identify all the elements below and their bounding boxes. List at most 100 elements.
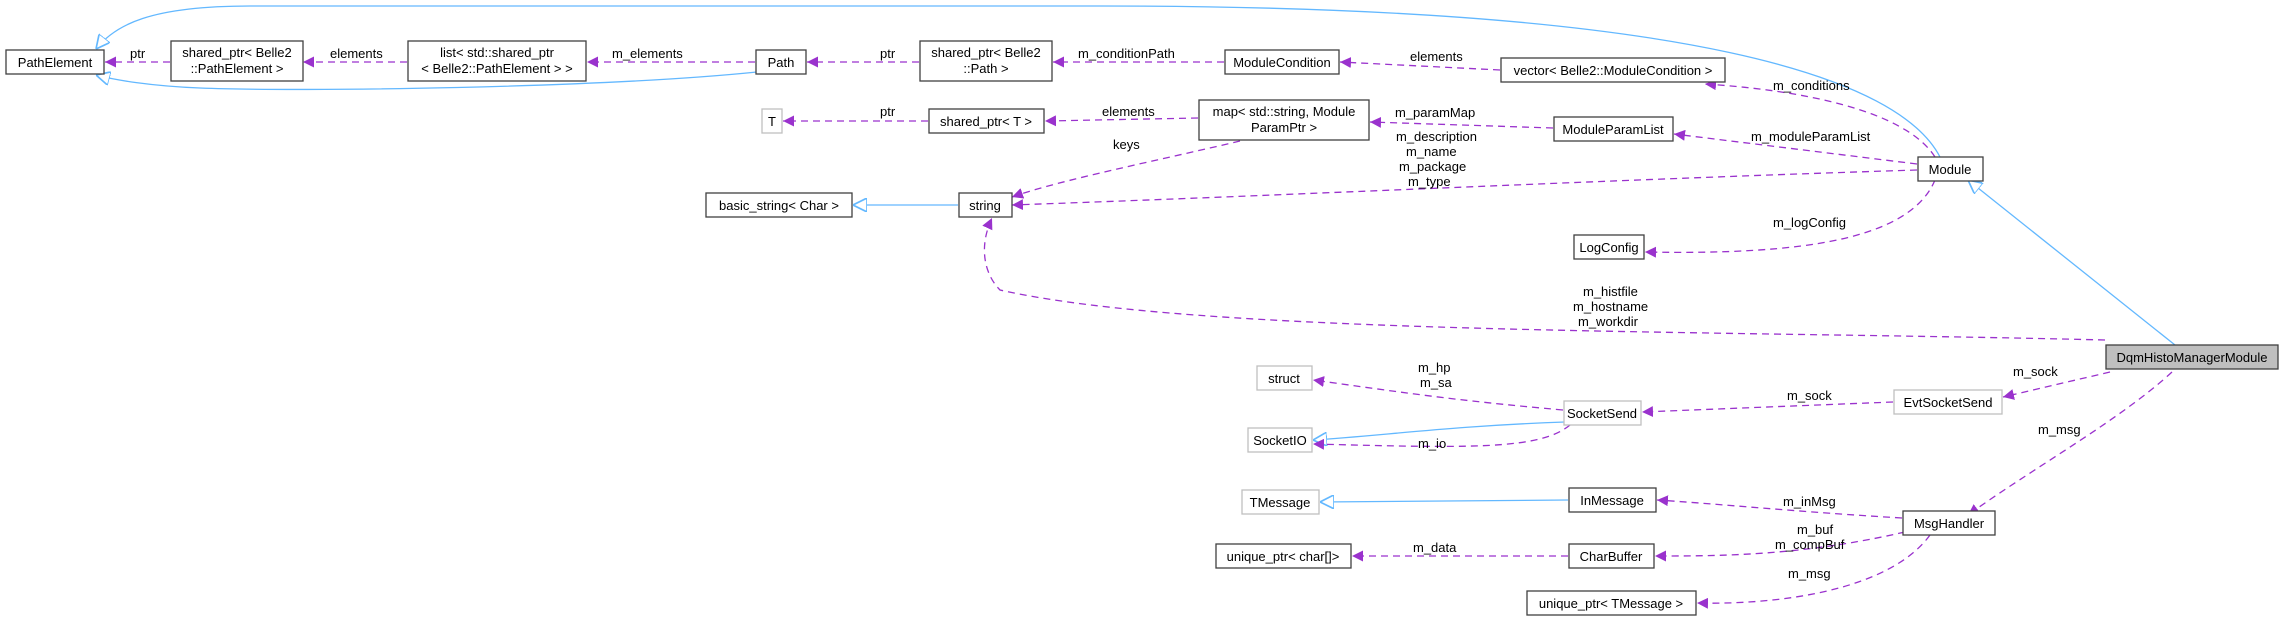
label-dqm-strings-1: m_hostname <box>1573 299 1648 314</box>
node-log-config-label: LogConfig <box>1579 240 1638 255</box>
node-sp-path[interactable]: shared_ptr< Belle2 ::Path > <box>919 40 1053 82</box>
node-module-condition-label: ModuleCondition <box>1233 55 1331 70</box>
label-elements-modcond: elements <box>1410 49 1463 64</box>
node-sp-path-element-line1: shared_ptr< Belle2 <box>182 45 292 60</box>
label-ptr-path: ptr <box>880 46 896 61</box>
label-dqm-strings-2: m_workdir <box>1578 314 1639 329</box>
edge-inherit-dqm-module <box>1968 180 2176 346</box>
node-list-sp-path-element[interactable]: list< std::shared_ptr < Belle2::PathElem… <box>407 40 587 82</box>
label-m-sock-send: m_sock <box>1787 388 1832 403</box>
label-m-hp: m_hp <box>1418 360 1451 375</box>
node-sp-path-line2: ::Path > <box>963 61 1008 76</box>
node-evt-socket-send-label: EvtSocketSend <box>1904 395 1993 410</box>
edge-use-module-paramlist <box>1673 129 1918 165</box>
edge-inherit-socketsend-socketio <box>1313 421 1566 440</box>
node-unique-ptr-tmessage-label: unique_ptr< TMessage > <box>1539 596 1683 611</box>
node-socket-send-label: SocketSend <box>1567 406 1637 421</box>
label-m-compbuf: m_compBuf <box>1775 537 1845 552</box>
node-dqm-histo-manager-module[interactable]: DqmHistoManagerModule <box>2105 344 2279 370</box>
node-list-sp-path-element-line1: list< std::shared_ptr <box>440 45 554 60</box>
label-m-conditions: m_conditions <box>1773 78 1850 93</box>
label-m-msg: m_msg <box>2038 422 2081 437</box>
node-t[interactable]: T <box>761 108 783 134</box>
edge-use-dqm-string <box>982 217 2106 341</box>
edge-use-module-string <box>1011 169 1918 211</box>
label-m-buf: m_buf <box>1797 522 1834 537</box>
node-sp-t-label: shared_ptr< T > <box>940 114 1032 129</box>
node-sp-path-line1: shared_ptr< Belle2 <box>931 45 1041 60</box>
node-path-label: Path <box>768 55 795 70</box>
node-module-param-list[interactable]: ModuleParamList <box>1553 116 1674 142</box>
label-keys: keys <box>1113 137 1140 152</box>
edge-inherit-path-pathelement <box>96 72 758 91</box>
label-module-strings-3: m_type <box>1408 174 1451 189</box>
node-msg-handler-label: MsgHandler <box>1914 516 1985 531</box>
label-ptr-t: ptr <box>880 104 896 119</box>
node-path[interactable]: Path <box>755 49 807 75</box>
edge-use-socketsend-socketio <box>1312 424 1571 450</box>
edge-use-module-vector <box>1704 79 1936 158</box>
edge-use-msghandler-uniqueptrtmessage <box>1696 534 1931 609</box>
node-in-message-label: InMessage <box>1580 493 1644 508</box>
node-path-element-label: PathElement <box>18 55 93 70</box>
node-string[interactable]: string <box>958 192 1013 218</box>
node-log-config[interactable]: LogConfig <box>1573 234 1645 260</box>
node-sp-t[interactable]: shared_ptr< T > <box>928 108 1045 134</box>
edge-inherit-module-pathelement <box>96 5 1941 158</box>
edge-use-map-spt <box>1044 115 1199 127</box>
label-m-sock: m_sock <box>2013 364 2058 379</box>
node-char-buffer[interactable]: CharBuffer <box>1568 543 1655 569</box>
label-m-inmsg: m_inMsg <box>1783 494 1836 509</box>
node-struct-label: struct <box>1268 371 1300 386</box>
label-m-msg-unique: m_msg <box>1788 566 1831 581</box>
node-socket-send[interactable]: SocketSend <box>1563 400 1642 426</box>
node-path-element[interactable]: PathElement <box>5 49 105 75</box>
edge-use-module-logconfig <box>1644 179 1936 258</box>
node-map-string-param-line2: ParamPtr > <box>1251 120 1317 135</box>
edge-use-evtsocketsend-socketsend <box>1641 401 1894 418</box>
node-module[interactable]: Module <box>1917 156 1984 182</box>
node-unique-ptr-char[interactable]: unique_ptr< char[]> <box>1215 543 1352 569</box>
node-tmessage-label: TMessage <box>1250 495 1311 510</box>
node-list-sp-path-element-line2: < Belle2::PathElement > > <box>421 61 572 76</box>
edge-use-vector-modcond <box>1339 57 1501 71</box>
node-module-param-list-label: ModuleParamList <box>1562 122 1664 137</box>
label-module-strings-2: m_package <box>1399 159 1466 174</box>
edge-use-msghandler-charbuffer <box>1654 531 1906 562</box>
node-sp-path-element-line2: ::PathElement > <box>191 61 284 76</box>
node-module-label: Module <box>1929 162 1972 177</box>
label-m-sa: m_sa <box>1420 375 1453 390</box>
edge-use-msghandler-inmessage <box>1656 495 1903 519</box>
label-m-parammap: m_paramMap <box>1395 105 1475 120</box>
node-evt-socket-send[interactable]: EvtSocketSend <box>1893 389 2003 415</box>
label-m-conditionpath: m_conditionPath <box>1078 46 1175 61</box>
node-basic-string[interactable]: basic_string< Char > <box>705 192 853 218</box>
node-msg-handler[interactable]: MsgHandler <box>1902 510 1996 536</box>
label-ptr-pathelement: ptr <box>130 46 146 61</box>
label-elements-t: elements <box>1102 104 1155 119</box>
node-char-buffer-label: CharBuffer <box>1580 549 1643 564</box>
node-module-condition[interactable]: ModuleCondition <box>1224 49 1340 75</box>
node-map-string-param[interactable]: map< std::string, Module ParamPtr > <box>1198 99 1370 141</box>
label-elements-pathelement: elements <box>330 46 383 61</box>
edge-use-paramlist-map <box>1369 116 1554 129</box>
label-m-moduleparamlist: m_moduleParamList <box>1751 129 1871 144</box>
node-in-message[interactable]: InMessage <box>1568 487 1657 513</box>
node-unique-ptr-tmessage[interactable]: unique_ptr< TMessage > <box>1526 590 1697 616</box>
label-m-data: m_data <box>1413 540 1457 555</box>
node-string-label: string <box>969 198 1001 213</box>
node-tmessage[interactable]: TMessage <box>1241 489 1320 515</box>
node-socket-io[interactable]: SocketIO <box>1247 427 1313 453</box>
node-dqm-histo-manager-module-label: DqmHistoManagerModule <box>2116 350 2267 365</box>
label-module-strings-0: m_description <box>1396 129 1477 144</box>
edge-use-dqm-msghandler <box>1967 371 2173 516</box>
node-struct[interactable]: struct <box>1256 365 1313 391</box>
node-basic-string-label: basic_string< Char > <box>719 198 839 213</box>
edge-use-dqm-evtsocketsend <box>2002 371 2111 400</box>
node-socket-io-label: SocketIO <box>1253 433 1306 448</box>
edge-inherit-inmessage-tmessage <box>1320 500 1569 502</box>
node-vector-module-condition[interactable]: vector< Belle2::ModuleCondition > <box>1500 57 1726 83</box>
node-sp-path-element[interactable]: shared_ptr< Belle2 ::PathElement > <box>170 40 304 82</box>
label-m-io: m_io <box>1418 436 1446 451</box>
